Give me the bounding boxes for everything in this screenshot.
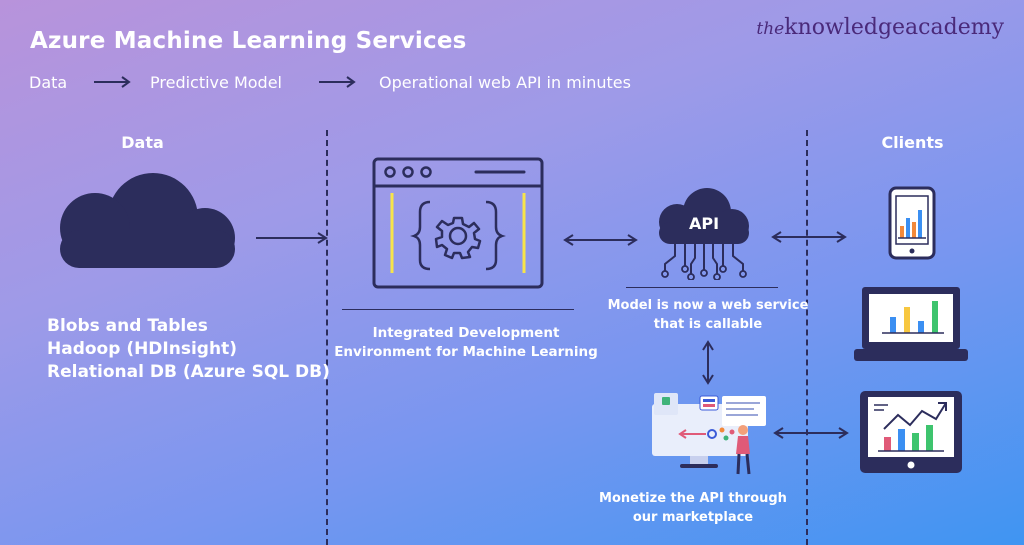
page-title: Azure Machine Learning Services xyxy=(30,28,467,54)
flow-arrow-icon xyxy=(319,76,356,88)
double-arrow-icon xyxy=(773,427,849,439)
flow-step-api: Operational web API in minutes xyxy=(379,73,631,92)
flow-arrow-icon xyxy=(94,76,131,88)
api-badge: API xyxy=(688,214,720,233)
vertical-double-arrow-icon xyxy=(702,340,714,385)
divider-line xyxy=(342,309,574,310)
double-arrow-icon xyxy=(563,234,638,246)
data-sources-list: Blobs and Tables Hadoop (HDInsight) Rela… xyxy=(47,315,330,384)
arrow-right-icon xyxy=(256,232,328,244)
marketplace-illustration xyxy=(652,393,766,475)
flow-step-data: Data xyxy=(29,73,68,92)
ide-caption: Integrated Development Environment for M… xyxy=(334,325,598,360)
brand-logo: theknowledgeacademy xyxy=(756,15,1004,40)
tablet-icon xyxy=(860,391,962,473)
laptop-icon xyxy=(854,287,968,361)
list-item: Hadoop (HDInsight) xyxy=(47,339,237,359)
cloud-icon xyxy=(60,173,235,268)
section-divider xyxy=(806,130,808,545)
clients-column-heading: Clients xyxy=(881,133,944,152)
api-cloud-icon xyxy=(659,188,749,280)
smartphone-icon xyxy=(888,186,936,260)
marketplace-caption: Monetize the API through our marketplace xyxy=(599,491,787,525)
section-divider xyxy=(326,130,328,545)
list-item: Relational DB (Azure SQL DB) xyxy=(47,362,330,382)
ide-window-icon xyxy=(372,157,544,289)
flow-step-model: Predictive Model xyxy=(150,73,282,92)
divider-line xyxy=(626,287,778,288)
list-item: Blobs and Tables xyxy=(47,316,208,336)
double-arrow-icon xyxy=(771,231,847,243)
api-caption: Model is now a web service that is calla… xyxy=(607,298,809,332)
data-column-heading: Data xyxy=(121,133,164,152)
